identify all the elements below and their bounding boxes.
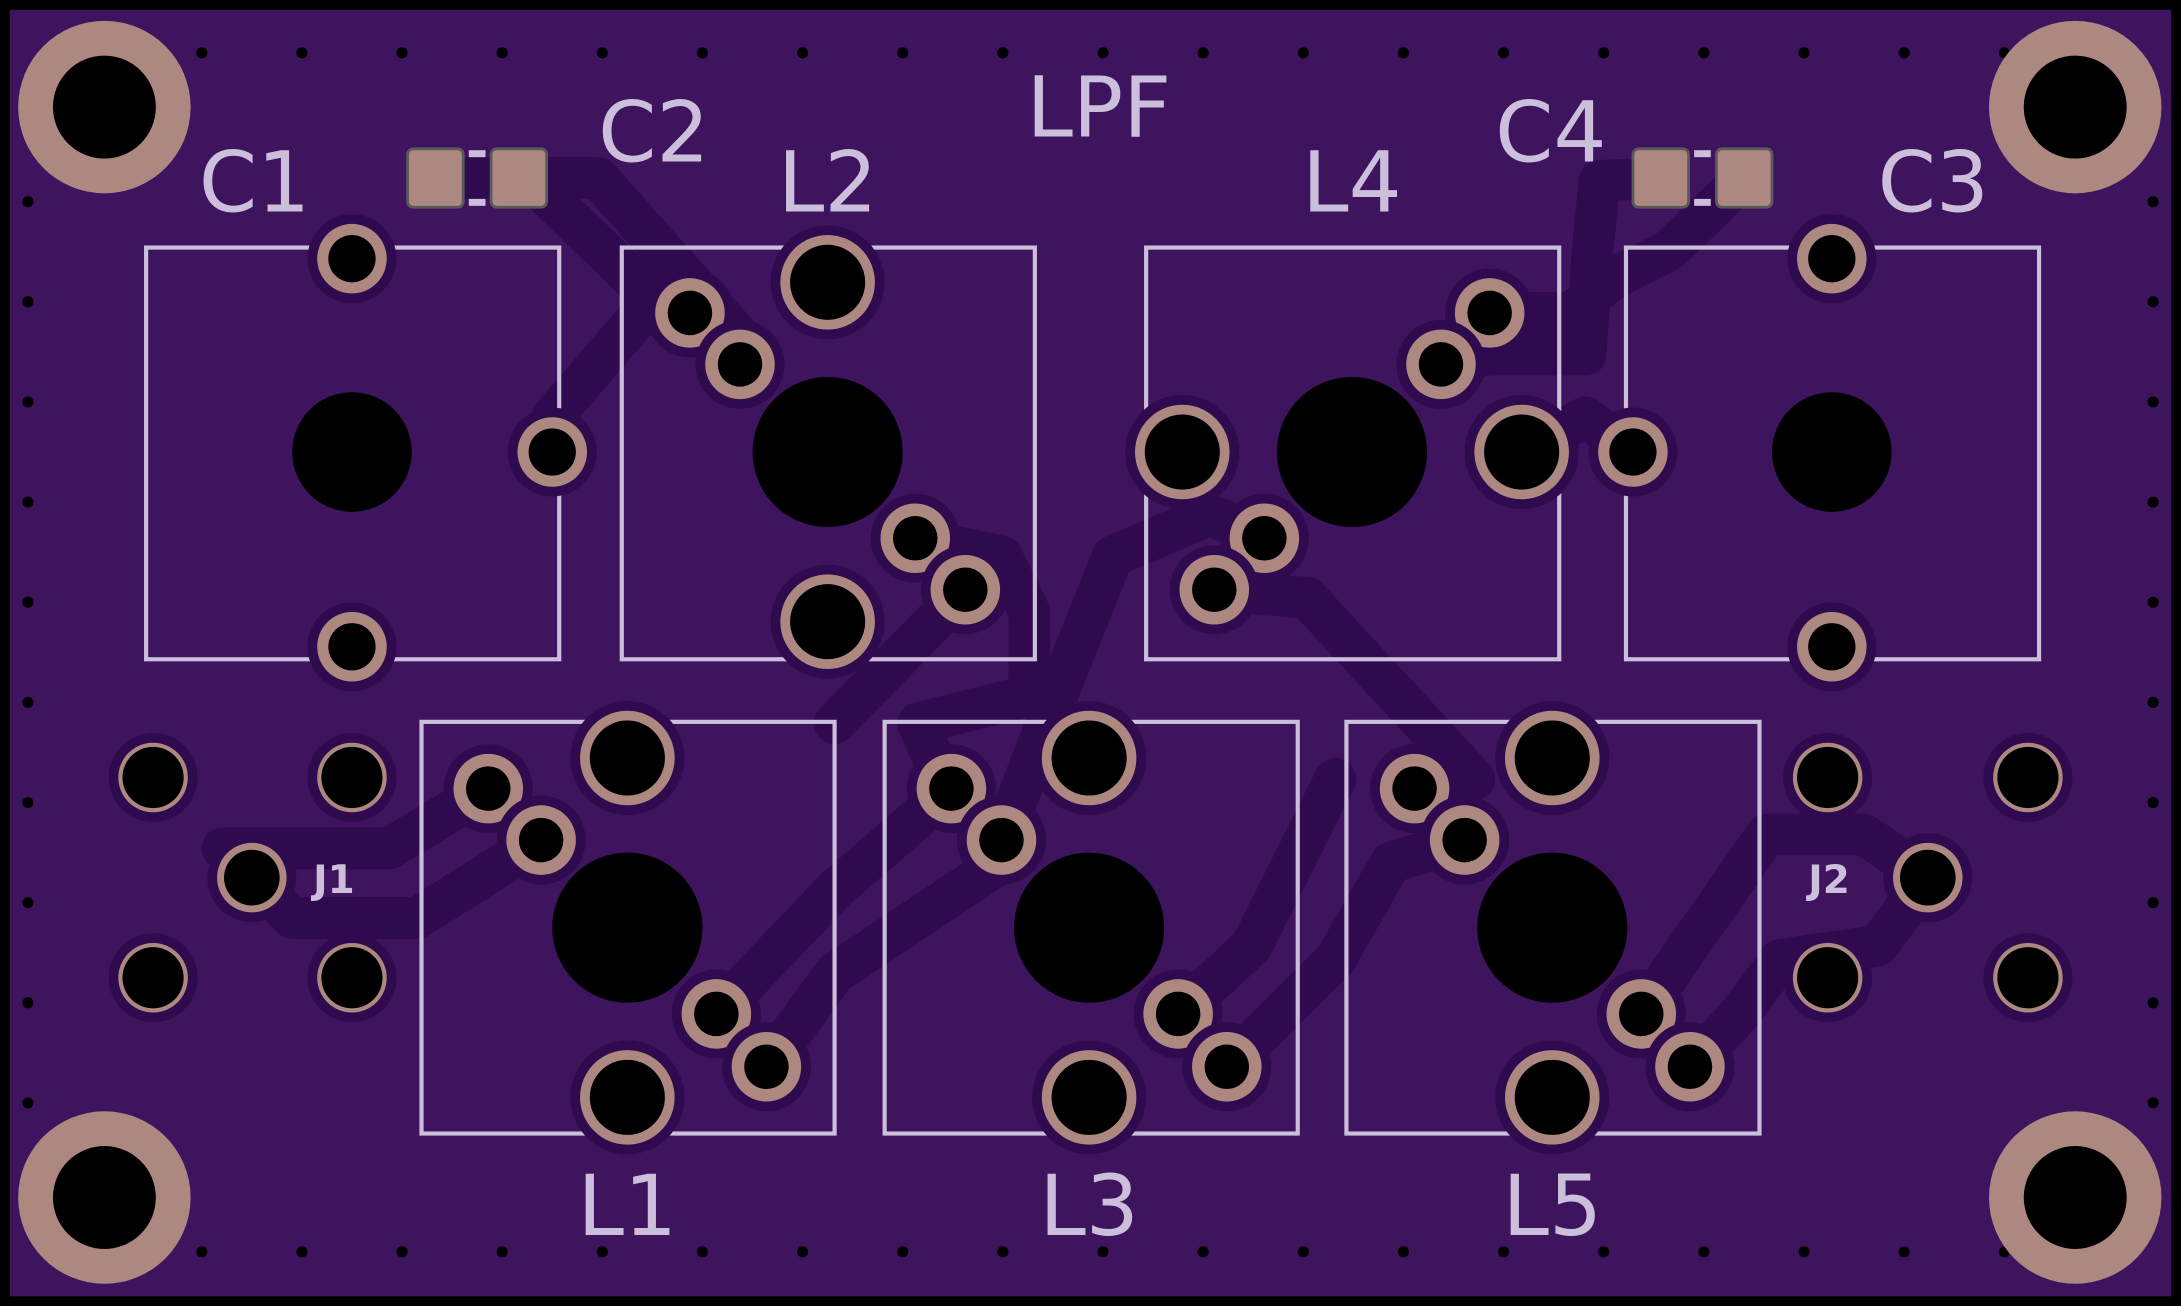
via	[22, 296, 34, 308]
via	[1397, 47, 1410, 59]
mounting-hole	[52, 1146, 156, 1249]
via	[596, 47, 608, 59]
via	[596, 1246, 608, 1258]
via	[2147, 696, 2159, 708]
label-j1: J1	[310, 858, 355, 903]
via	[1197, 47, 1209, 59]
via	[296, 47, 308, 59]
label-l3: L3	[1039, 1158, 1139, 1255]
via	[396, 47, 408, 59]
via	[396, 1246, 408, 1258]
via	[1397, 1246, 1410, 1258]
via	[2147, 1097, 2159, 1109]
via	[296, 1246, 308, 1258]
via	[196, 1246, 208, 1258]
via	[1297, 1246, 1309, 1258]
via	[2147, 796, 2159, 809]
mounting-hole	[2023, 55, 2127, 159]
via	[2147, 596, 2159, 608]
via	[2147, 196, 2159, 208]
via	[1598, 1246, 1610, 1258]
via	[1898, 47, 1910, 59]
via	[2147, 296, 2159, 308]
label-l4: L4	[1302, 134, 1402, 231]
via	[196, 47, 208, 59]
via	[22, 1097, 34, 1109]
via	[1498, 47, 1510, 59]
trimmer-c3	[1588, 214, 2042, 692]
label-j2: J2	[1805, 858, 1850, 903]
inductor-l4	[1125, 245, 1579, 662]
via	[22, 897, 34, 909]
via	[1498, 1246, 1510, 1258]
trimmer-c1	[144, 214, 597, 692]
via	[1598, 47, 1610, 59]
via	[1698, 1246, 1710, 1258]
mounting-hole	[2023, 1146, 2127, 1249]
via	[1197, 1246, 1209, 1258]
label-c4: C4	[1495, 84, 1606, 181]
via	[797, 1246, 809, 1258]
inductor-l3	[882, 700, 1300, 1155]
via	[22, 596, 34, 608]
via	[22, 796, 34, 809]
label-c3: C3	[1878, 134, 1989, 231]
stitching-vias	[22, 47, 2159, 1258]
via	[997, 1246, 1009, 1258]
inductor-l2	[619, 225, 1037, 679]
via	[1097, 1246, 1109, 1258]
inductor-l1	[419, 700, 837, 1155]
via	[496, 47, 508, 59]
via	[22, 496, 34, 508]
via	[997, 47, 1009, 59]
inductor-l5	[1344, 700, 1762, 1155]
via	[897, 1246, 909, 1258]
via	[22, 696, 34, 708]
connector-j1	[108, 732, 397, 1023]
components	[108, 214, 2073, 1155]
via	[1698, 47, 1710, 59]
via	[2147, 897, 2159, 909]
via	[1097, 47, 1109, 59]
via	[22, 196, 34, 208]
via	[496, 1246, 508, 1258]
label-c1: C1	[199, 134, 310, 231]
via	[2147, 997, 2159, 1009]
via	[1898, 1246, 1910, 1258]
mounting-holes	[18, 20, 2162, 1284]
via	[897, 47, 909, 59]
smd-cap-c2	[406, 147, 549, 209]
label-l1: L1	[578, 1158, 678, 1255]
label-l2: L2	[778, 134, 878, 231]
via	[1297, 47, 1309, 59]
connector-j2	[1783, 732, 2073, 1023]
via	[2147, 396, 2159, 408]
via	[2147, 496, 2159, 508]
via	[797, 47, 809, 59]
mounting-hole	[52, 55, 156, 159]
label-l5: L5	[1502, 1158, 1602, 1255]
via	[696, 47, 709, 59]
via	[22, 396, 34, 408]
label-lpf: LPF	[1026, 59, 1171, 156]
smd-cap-c4	[1631, 147, 1774, 209]
via	[1798, 1246, 1810, 1258]
via	[1798, 47, 1810, 59]
via	[22, 997, 34, 1009]
label-c2: C2	[598, 84, 709, 181]
via	[696, 1246, 709, 1258]
